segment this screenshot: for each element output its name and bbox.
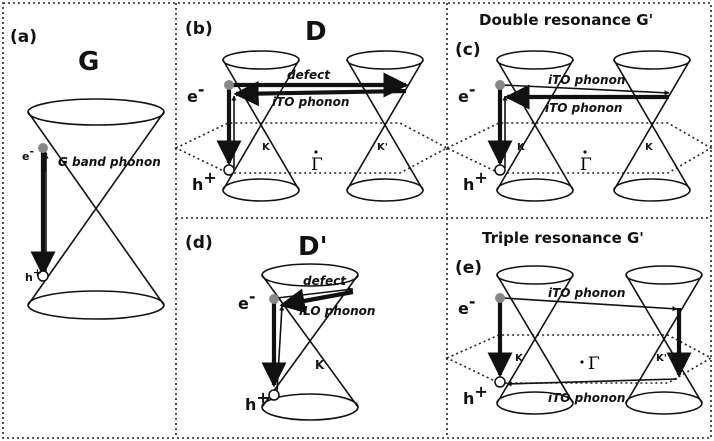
hole-dot (224, 165, 234, 175)
brillouin-zone (447, 123, 711, 173)
electron-label: e- (22, 145, 34, 163)
panel-e-tag: (e) (455, 258, 482, 278)
k-point-label: K (315, 358, 325, 372)
electron-dot (224, 80, 234, 90)
ito-phonon-top-label: iTO phonon (548, 73, 625, 87)
gamma-point-dot (314, 150, 317, 153)
panel-d-tag: (d) (185, 233, 213, 253)
panel-a-title: G (78, 47, 99, 77)
panel-c-tag: (c) (455, 40, 481, 60)
panel-b-title: D (305, 17, 327, 47)
gamma-point-dot (583, 150, 586, 153)
ilo-phonon-label: iLO phonon (299, 304, 375, 318)
electron-dot (38, 143, 48, 153)
hole-dot (269, 390, 279, 400)
k-prime-point-label: K' (656, 353, 667, 364)
return-arrow (277, 306, 282, 392)
electron-label: e- (187, 80, 205, 106)
hole-label: h+ (25, 266, 42, 284)
panel-borders (3, 3, 711, 438)
ito-phonon-bottom-label: iTO phonon (548, 391, 625, 405)
defect-label: defect (303, 274, 347, 288)
ito-phonon-top-label: iTO phonon (548, 286, 625, 300)
panel-d: (d) D' e- h+ defect iLO phonon K (185, 232, 375, 420)
hole-label: h+ (192, 168, 217, 194)
electron-label: e- (458, 292, 476, 318)
k-point-label: K (262, 142, 271, 153)
gamma-point-label: Γ (580, 155, 592, 175)
panel-d-title: D' (298, 232, 328, 262)
hole-dot (495, 377, 505, 387)
hole-label: h+ (245, 388, 270, 414)
panel-c: Double resonance G' (c) e- h+ iTO phonon… (447, 11, 711, 201)
gamma-point-label: Γ (588, 354, 600, 374)
hole-dot (495, 165, 505, 175)
cone-k-prime (347, 51, 423, 201)
panel-b-tag: (b) (185, 19, 213, 39)
panel-b: (b) D e- h+ defect iTO phonon K K' Γ (176, 17, 447, 201)
ito-phonon-label: iTO phonon (272, 95, 349, 109)
brillouin-zone (447, 335, 711, 383)
hole-label: h+ (463, 168, 488, 194)
defect-label: defect (287, 68, 331, 82)
panel-e-title: Triple resonance G' (482, 229, 644, 247)
electron-dot (495, 293, 505, 303)
electron-label: e- (458, 80, 476, 106)
cone-k-prime (614, 51, 690, 201)
gamma-point-label: Γ (311, 155, 323, 175)
gamma-point-dot (580, 360, 583, 363)
hole-label: h+ (463, 382, 488, 408)
k-point-label: K (515, 353, 524, 364)
electron-dot (269, 294, 279, 304)
g-band-phonon-label: G band phonon (58, 155, 161, 169)
electron-dot (495, 80, 505, 90)
k-prime-point-label: K (645, 142, 654, 153)
panel-a: (a) G e- h+ G band phonon (10, 27, 164, 319)
dirac-cone (28, 99, 164, 319)
cone-k-prime (626, 266, 702, 414)
k-point-label: K (517, 142, 526, 153)
phonon-scattering-arrow (236, 91, 406, 94)
panel-a-tag: (a) (10, 27, 37, 47)
panel-c-title: Double resonance G' (479, 11, 653, 29)
k-prime-point-label: K' (377, 142, 388, 153)
electron-label: e- (238, 287, 256, 313)
ito-phonon-bottom-label: iTO phonon (545, 101, 622, 115)
panel-e: Triple resonance G' (e) e- h+ iTO phonon… (447, 229, 711, 414)
